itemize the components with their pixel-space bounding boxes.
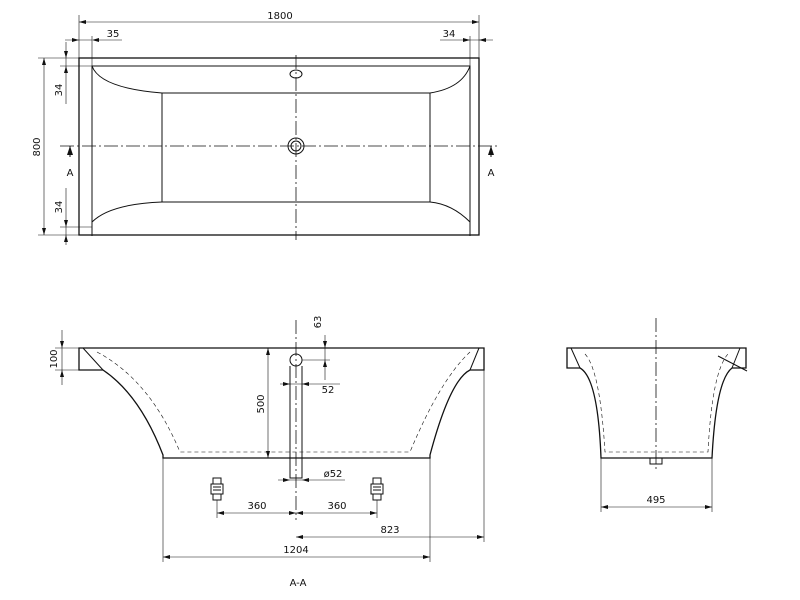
dim-label-overflow-diameter: 52 — [322, 385, 335, 396]
foot-left — [210, 477, 224, 501]
drain-inner — [290, 140, 302, 152]
section-label-right: A — [488, 168, 495, 179]
end-drain — [649, 458, 663, 465]
dim-label-rim-height: 100 — [49, 349, 60, 368]
dim-label-right-offset: 34 — [443, 29, 456, 40]
tub-end-outline — [566, 347, 747, 459]
dim-label-left-offset: 35 — [107, 29, 120, 40]
slope-curve-bl — [91, 201, 163, 223]
basin-floor — [161, 92, 431, 203]
drain-pipe — [289, 458, 303, 479]
rim-edge-right — [469, 347, 480, 371]
slope-curve-tl — [91, 65, 163, 94]
end-rim-detail — [717, 355, 748, 372]
dim-label-width: 1800 — [267, 11, 292, 22]
drain-outer — [287, 137, 305, 155]
dim-label-left-foot: 360 — [247, 501, 266, 512]
dim-label-height: 800 — [32, 137, 43, 156]
end-rim-edge-left — [570, 347, 581, 369]
side-section-view: 100 63 52 500 ø52 360 360 823 — [49, 316, 485, 589]
slope-curve-tr — [429, 65, 471, 94]
dim-label-drain-diameter: ø52 — [324, 469, 343, 480]
dim-label-bottom-inset: 34 — [54, 201, 65, 214]
dim-label-base-length: 1204 — [283, 545, 308, 556]
end-view: 495 — [566, 318, 748, 512]
tub-outer-outline — [78, 57, 480, 236]
rim-edge-left — [82, 347, 104, 371]
dim-label-overflow-offset: 63 — [313, 316, 324, 329]
dim-label-base-width: 495 — [646, 495, 665, 506]
foot-right — [370, 477, 384, 501]
overflow-hole — [289, 69, 303, 79]
dim-label-drain-to-edge: 823 — [380, 525, 399, 536]
dim-label-right-foot: 360 — [327, 501, 346, 512]
inner-surface-hidden — [96, 351, 471, 453]
tub-inner-rim — [91, 65, 471, 236]
slope-curve-br — [429, 201, 471, 223]
end-rim-edge-right — [731, 347, 741, 369]
dim-label-depth: 500 — [256, 394, 267, 413]
tub-side-outline — [78, 347, 485, 459]
section-title: A-A — [290, 578, 307, 589]
section-label-left: A — [67, 168, 74, 179]
end-inner-hidden — [584, 353, 729, 453]
top-view: 1800 35 34 800 34 34 A A — [32, 11, 500, 245]
overflow-pipe — [289, 366, 303, 458]
dim-label-top-inset: 34 — [54, 84, 65, 97]
